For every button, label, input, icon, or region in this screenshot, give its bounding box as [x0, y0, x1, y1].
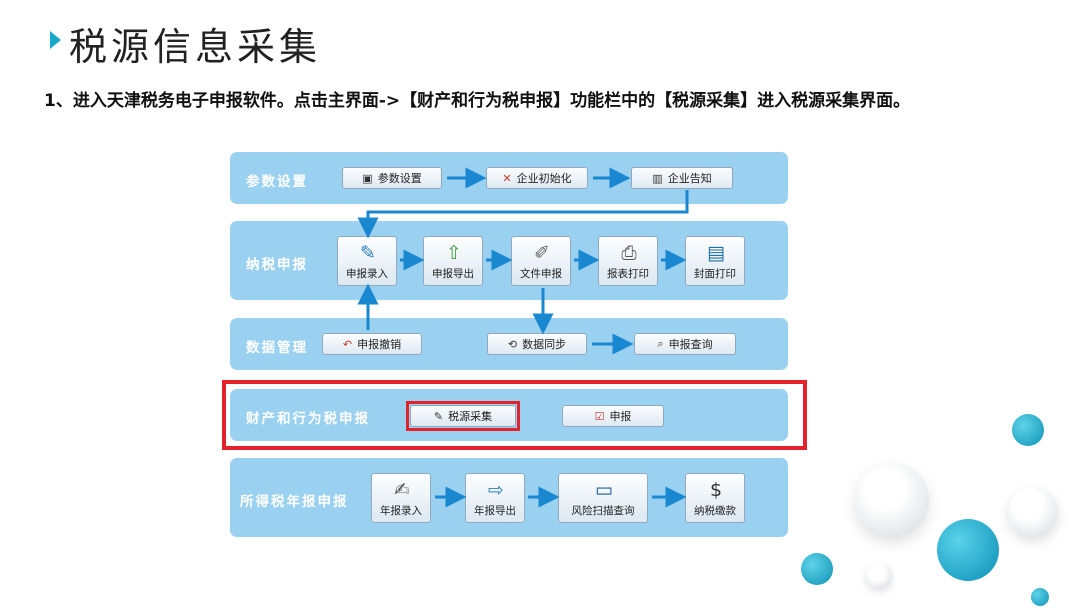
cover-icon: ▤ [707, 242, 725, 264]
tile-annual-export[interactable]: ⇨ 年报导出 [465, 473, 525, 523]
data-sync-button[interactable]: ⟲ 数据同步 [487, 333, 587, 355]
declare-revoke-label: 申报撤销 [357, 338, 402, 351]
tile-risk-scan[interactable]: ▭ 风险扫描查询 [558, 473, 648, 523]
tile-cover-print[interactable]: ▤ 封面打印 [685, 236, 745, 286]
tile-declare-export[interactable]: ⇧ 申报导出 [423, 236, 483, 286]
tile-file-declare[interactable]: ✐ 文件申报 [511, 236, 571, 286]
money-bag-icon: $ [709, 479, 723, 501]
company-init-button[interactable]: ✕ 企业初始化 [486, 167, 588, 189]
tile-tax-payment[interactable]: $ 纳税缴款 [685, 473, 745, 523]
tile-annual-export-label: 年报导出 [474, 505, 516, 517]
tile-annual-entry[interactable]: ✍ 年报录入 [371, 473, 431, 523]
highlight-tax-source-collect [406, 401, 520, 431]
deco-circle-teal-1 [1012, 414, 1044, 446]
params-settings-label: 参数设置 [377, 172, 422, 185]
deco-circle-teal-2 [937, 519, 999, 581]
search-icon: ⌕ [657, 337, 664, 350]
band-property-tax-label: 财产和行为税申报 [246, 411, 370, 427]
deco-circle-white-1 [855, 463, 929, 537]
tax-source-collect-label: 税源采集 [448, 410, 493, 423]
page-title: 税源信息采集 [69, 24, 322, 69]
company-notice-button[interactable]: ▥ 企业告知 [631, 167, 733, 189]
tile-annual-entry-label: 年报录入 [380, 505, 422, 517]
pencil-icon: ✎ [360, 242, 376, 264]
export-doc-icon: ⇨ [488, 479, 504, 501]
tile-declare-export-label: 申报导出 [432, 268, 474, 280]
band-params-label: 参数设置 [246, 174, 308, 190]
document-icon: ✐ [534, 242, 550, 264]
title-area: 税源信息采集 [50, 18, 322, 69]
tools-icon: ✕ [502, 171, 512, 185]
tile-declare-entry-label: 申报录入 [346, 268, 388, 280]
company-notice-label: 企业告知 [667, 172, 712, 185]
params-settings-button[interactable]: ▣ 参数设置 [342, 167, 442, 189]
tile-declare-entry[interactable]: ✎ 申报录入 [337, 236, 397, 286]
write-icon: ✍ [394, 479, 410, 501]
tile-report-print[interactable]: ⎙ 报表打印 [598, 236, 658, 286]
band-income-tax-label: 所得税年报申报 [240, 494, 349, 510]
deco-circle-teal-4 [1031, 588, 1049, 606]
band-declare-label: 纳税申报 [246, 257, 308, 273]
deco-circle-teal-3 [801, 553, 833, 585]
edit-icon: ✎ [433, 409, 444, 423]
declare-icon: ☑ [594, 409, 605, 423]
declare-revoke-button[interactable]: ↶ 申报撤销 [322, 333, 422, 355]
tile-risk-scan-label: 风险扫描查询 [571, 505, 635, 517]
tax-source-collect-button[interactable]: ✎ 税源采集 [410, 405, 516, 427]
book-icon: ▥ [652, 171, 663, 185]
company-init-label: 企业初始化 [516, 172, 572, 185]
intro-text: 1、进入天津税务电子申报软件。点击主界面->【财产和行为税申报】功能栏中的【税源… [44, 91, 911, 111]
tile-tax-payment-label: 纳税缴款 [694, 505, 736, 517]
property-declare-label: 申报 [609, 410, 632, 423]
deco-circle-white-2 [1008, 487, 1058, 537]
undo-icon: ↶ [342, 337, 353, 351]
data-sync-label: 数据同步 [522, 338, 567, 351]
highlight-property-tax-row [222, 380, 807, 450]
printer-icon: ⎙ [621, 242, 637, 264]
scanner-icon: ▭ [595, 479, 613, 501]
property-declare-button[interactable]: ☑ 申报 [562, 405, 664, 427]
tile-report-print-label: 报表打印 [607, 268, 649, 280]
tile-file-declare-label: 文件申报 [520, 268, 562, 280]
sync-icon: ⟲ [507, 337, 518, 351]
band-data-mgmt-label: 数据管理 [246, 340, 308, 356]
settings-icon: ▣ [362, 171, 373, 185]
export-icon: ⇧ [446, 242, 462, 264]
declare-query-button[interactable]: ⌕ 申报查询 [634, 333, 736, 355]
title-marker-icon [50, 31, 61, 49]
tile-cover-print-label: 封面打印 [694, 268, 736, 280]
declare-query-label: 申报查询 [668, 338, 713, 351]
deco-circle-white-3 [866, 563, 892, 589]
